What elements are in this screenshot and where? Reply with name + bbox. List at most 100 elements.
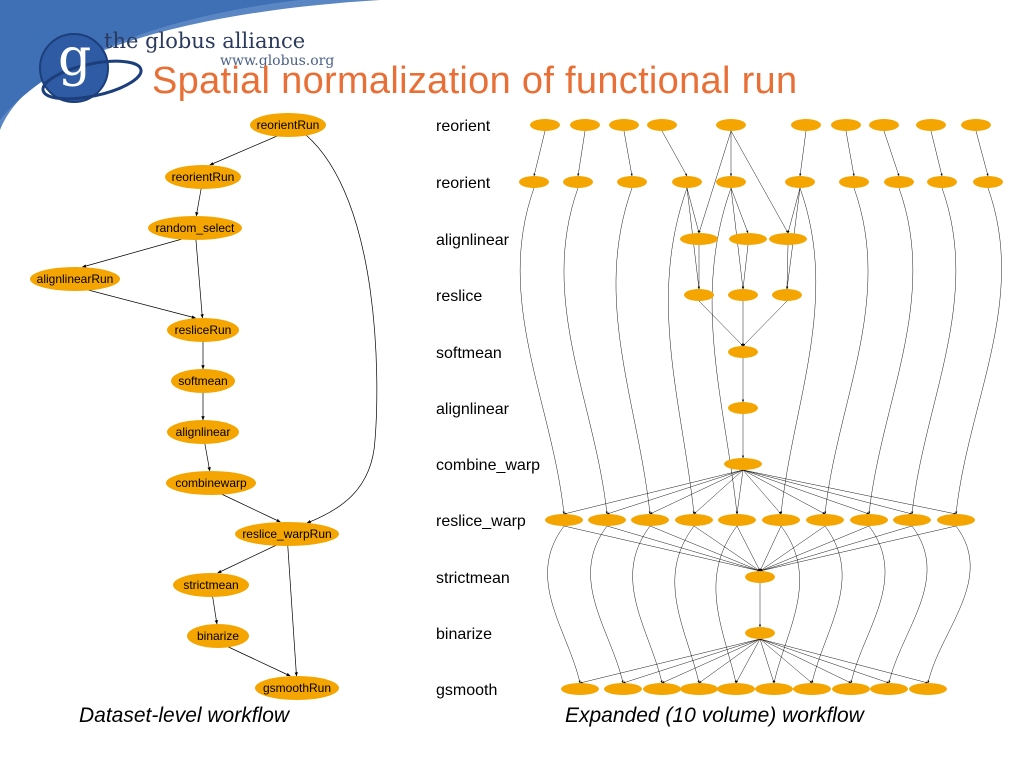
expanded-edge xyxy=(590,525,624,684)
header-swoosh-decoration xyxy=(0,0,380,130)
expanded-edge xyxy=(759,525,782,572)
dataset-edge xyxy=(209,134,280,166)
expanded-edge xyxy=(736,525,761,572)
expanded-edge xyxy=(742,469,782,515)
expanded-edge xyxy=(693,525,761,572)
dataset-node-label: strictmean xyxy=(183,578,238,592)
dataset-node xyxy=(255,676,339,700)
expanded-node xyxy=(884,176,914,188)
expanded-node xyxy=(909,683,947,695)
dataset-edge xyxy=(217,543,279,574)
globus-logo: g xyxy=(34,24,144,114)
dataset-node xyxy=(187,624,249,648)
expanded-node xyxy=(916,119,946,131)
expanded-node xyxy=(869,119,899,131)
expanded-edge xyxy=(698,638,761,684)
dataset-edge xyxy=(226,645,291,677)
dataset-node xyxy=(173,573,249,597)
stage-label: strictmean xyxy=(436,570,510,587)
expanded-node xyxy=(832,683,870,695)
stage-label: combine_warp xyxy=(436,457,540,474)
expanded-node xyxy=(631,514,669,526)
expanded-edge xyxy=(759,525,957,572)
expanded-edge xyxy=(780,187,816,515)
expanded-node xyxy=(870,683,908,695)
dataset-edge xyxy=(195,237,204,319)
dataset-node-label: random_select xyxy=(156,221,235,235)
expanded-edge xyxy=(698,300,744,347)
expanded-edge xyxy=(773,525,800,684)
expanded-edge xyxy=(742,300,788,347)
expanded-edge xyxy=(824,187,869,515)
expanded-node xyxy=(806,514,844,526)
stage-label: gsmooth xyxy=(436,682,497,699)
expanded-edge xyxy=(759,638,775,684)
expanded-workflow-caption: Expanded (10 volume) workflow xyxy=(565,704,864,727)
dataset-node xyxy=(167,420,239,444)
expanded-edge xyxy=(563,525,761,572)
expanded-node xyxy=(973,176,1003,188)
dataset-node xyxy=(235,522,339,546)
expanded-node xyxy=(728,346,758,358)
expanded-edge xyxy=(911,187,957,515)
expanded-edge xyxy=(547,525,581,684)
expanded-node xyxy=(893,514,931,526)
expanded-edge xyxy=(698,130,732,234)
dataset-node-label: resliceRun xyxy=(175,323,232,337)
expanded-edge xyxy=(955,187,1002,515)
expanded-node xyxy=(643,683,681,695)
stage-label: reorient xyxy=(436,175,491,192)
expanded-edge xyxy=(850,525,886,684)
expanded-edge xyxy=(693,469,744,515)
expanded-node xyxy=(604,683,642,695)
expanded-node xyxy=(772,289,802,301)
stage-label: reslice xyxy=(436,288,482,305)
expanded-edge xyxy=(975,130,989,177)
expanded-edge xyxy=(735,638,761,684)
expanded-edge xyxy=(742,469,870,515)
expanded-edge xyxy=(622,638,761,684)
expanded-edge xyxy=(759,638,929,684)
dataset-node-label: reorientRun xyxy=(257,118,320,132)
dataset-node xyxy=(30,267,120,291)
expanded-edge xyxy=(742,469,913,515)
dataset-node-label: alignlinear xyxy=(176,425,231,439)
expanded-node xyxy=(850,514,888,526)
expanded-edge xyxy=(661,130,688,177)
expanded-edge xyxy=(711,187,738,515)
expanded-edge xyxy=(759,525,913,572)
expanded-edge xyxy=(615,187,651,515)
expanded-node xyxy=(675,514,713,526)
dataset-node-label: alignlinearRun xyxy=(37,272,114,286)
expanded-edge xyxy=(649,525,761,572)
expanded-edge xyxy=(577,130,586,177)
expanded-edge xyxy=(759,525,870,572)
dataset-node-label: combinewarp xyxy=(175,476,247,490)
expanded-node xyxy=(680,233,718,245)
expanded-node xyxy=(717,683,755,695)
stage-label: alignlinear xyxy=(436,232,510,249)
dataset-edge xyxy=(204,441,211,472)
expanded-edge xyxy=(674,525,700,684)
expanded-node xyxy=(672,176,702,188)
expanded-edge xyxy=(606,469,744,515)
brand-url: www.globus.org xyxy=(220,53,335,69)
expanded-node xyxy=(718,514,756,526)
expanded-edge xyxy=(883,130,900,177)
expanded-edge xyxy=(930,130,943,177)
stage-label: alignlinear xyxy=(436,401,510,418)
expanded-edge xyxy=(606,525,761,572)
expanded-edge xyxy=(579,638,761,684)
stage-label: reslice_warp xyxy=(436,513,526,530)
expanded-edge xyxy=(736,469,744,515)
expanded-node xyxy=(927,176,957,188)
dataset-node xyxy=(250,113,326,137)
expanded-node xyxy=(545,514,583,526)
expanded-edge xyxy=(563,187,608,515)
expanded-edge xyxy=(785,244,789,290)
expanded-edge xyxy=(563,469,744,515)
dataset-edge xyxy=(84,288,196,319)
expanded-edge xyxy=(730,187,749,234)
brand-name: the globus alliance xyxy=(104,29,306,53)
expanded-node xyxy=(563,176,593,188)
